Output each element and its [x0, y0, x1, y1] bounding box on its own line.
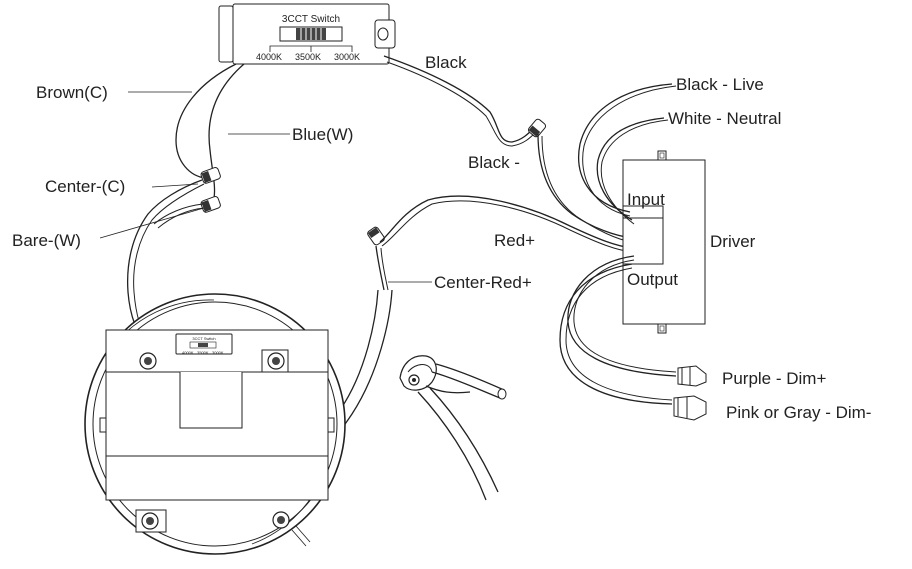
label-red-plus: Red+ — [494, 231, 535, 250]
wire-nut-red — [367, 226, 385, 246]
small-switch-position-3500k: 3500K — [197, 350, 209, 355]
label-center-red: Center-Red+ — [434, 273, 532, 292]
switch-wires — [175, 55, 537, 199]
leader-lines — [99, 91, 432, 283]
cct-switch-module: 3CCT Switch 4000K 3500K 3000K — [218, 3, 396, 65]
label-black-live: Black - Live — [676, 75, 764, 94]
label-black-top: Black — [425, 53, 467, 72]
driver-dim-wires — [559, 255, 677, 405]
small-switch-title: 3CCT Switch — [192, 336, 215, 341]
cct-position-4000k: 4000K — [256, 52, 282, 62]
wire-nut-bare — [200, 196, 221, 213]
small-switch-position-3000k: 3000K — [212, 350, 224, 355]
label-driver: Driver — [710, 232, 756, 251]
labels: Brown(C) Black Blue(W) Center-(C) Bare-(… — [12, 53, 871, 422]
wire-nut-center — [200, 167, 221, 184]
terminal-bottom-right — [272, 511, 290, 529]
black-minus-wire — [537, 133, 633, 243]
label-brown: Brown(C) — [36, 83, 108, 102]
terminal-top-left — [139, 352, 157, 370]
wire-nut-black — [527, 118, 547, 138]
cct-switch-title: 3CCT Switch — [282, 14, 340, 25]
terminal-top-right — [261, 349, 289, 373]
driver-input-wires — [578, 83, 677, 225]
driver-output-label: Output — [627, 270, 678, 289]
label-center: Center-(C) — [45, 177, 125, 196]
label-black-minus: Black - — [468, 153, 520, 172]
label-white-neutral: White - Neutral — [668, 109, 781, 128]
label-pink-gray: Pink or Gray - Dim- — [726, 403, 871, 422]
label-blue: Blue(W) — [292, 125, 353, 144]
driver-input-label: Input — [627, 190, 665, 209]
wire-cutter-tool — [399, 355, 507, 501]
cct-position-3500k: 3500K — [295, 52, 321, 62]
light-fixture: 3CCT Switch 4000K 3500K 3000K — [84, 293, 346, 555]
cct-position-3000k: 3000K — [334, 52, 360, 62]
wire-nuts — [200, 118, 547, 246]
label-bare: Bare-(W) — [12, 231, 81, 250]
driver-box: Input Output — [622, 150, 706, 334]
terminal-bottom-left — [135, 509, 167, 533]
small-switch-position-4000k: 4000K — [182, 350, 194, 355]
dim-plus-connector — [677, 365, 707, 387]
dim-minus-connector — [673, 395, 707, 421]
label-purple: Purple - Dim+ — [722, 369, 826, 388]
